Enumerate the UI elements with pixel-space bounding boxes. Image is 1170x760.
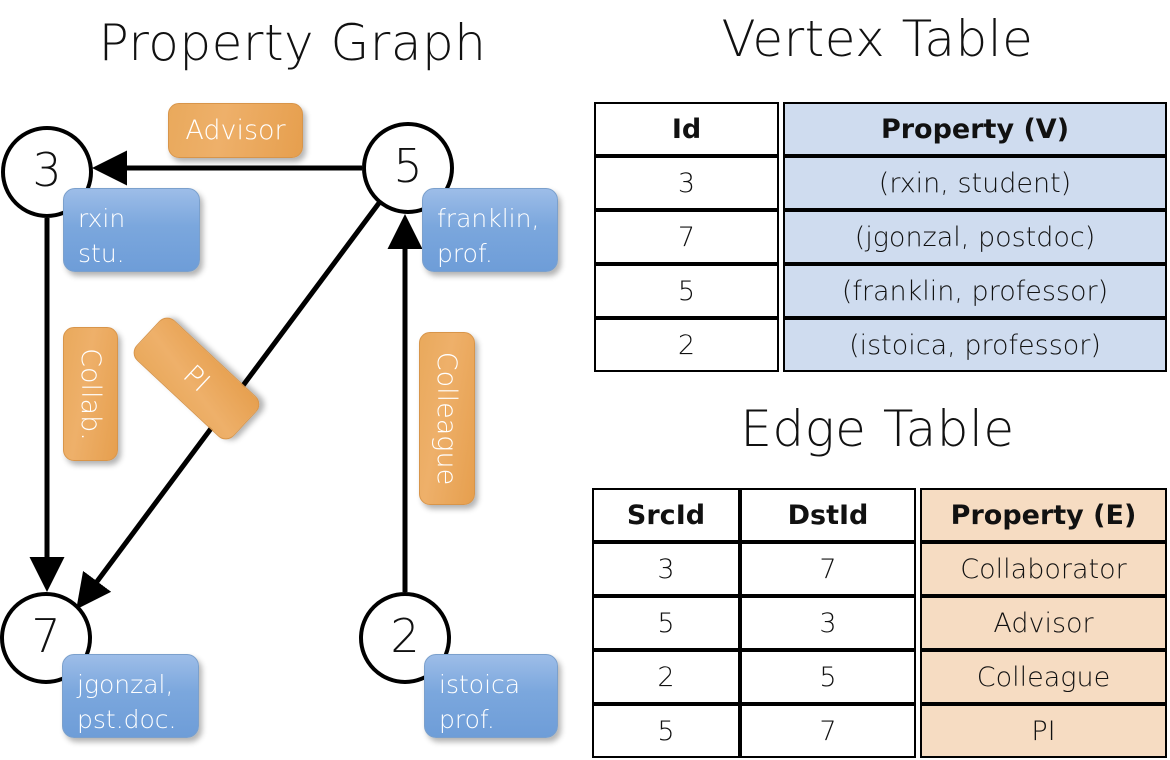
edge-callout-colleague-label: Colleague <box>431 351 463 486</box>
table-row[interactable]: 5 (franklin, professor) <box>594 264 1167 318</box>
vertex-row-1-id: 7 <box>594 210 779 264</box>
graph-node-5-label: 5 <box>393 139 423 193</box>
table-row[interactable]: 7 (jgonzal, postdoc) <box>594 210 1167 264</box>
edge-callout-colleague: Colleague <box>419 332 475 505</box>
vertex-row-3-id: 2 <box>594 318 779 372</box>
column-gap <box>916 650 920 704</box>
page-title-edge-table: Edge Table <box>740 400 1015 458</box>
column-gap <box>916 488 920 542</box>
vertex-table-header-id: Id <box>594 102 779 156</box>
vertex-callout-7: jgonzal, pst.doc. <box>62 654 199 738</box>
edge-row-1-property: Advisor <box>920 596 1167 650</box>
table-row[interactable]: 2 5 Colleague <box>592 650 1167 704</box>
vertex-row-2-id: 5 <box>594 264 779 318</box>
edge-callout-pi-label: PI <box>177 358 216 399</box>
edge-callout-collab: Collab. <box>63 327 118 461</box>
vertex-row-3-property: (istoica, professor) <box>783 318 1167 372</box>
column-gap <box>779 264 783 318</box>
table-row[interactable]: 5 7 PI <box>592 704 1167 758</box>
column-gap <box>916 596 920 650</box>
column-gap <box>779 102 783 156</box>
vertex-callout-5: franklin, prof. <box>422 188 558 272</box>
vertex-table-header-property: Property (V) <box>783 102 1167 156</box>
vertex-callout-3: rxin stu. <box>63 188 200 272</box>
edge-row-2-src: 2 <box>592 650 740 704</box>
column-gap <box>916 704 920 758</box>
vertex-row-1-property: (jgonzal, postdoc) <box>783 210 1167 264</box>
edge-table-header-property: Property (E) <box>920 488 1167 542</box>
vertex-row-0-id: 3 <box>594 156 779 210</box>
edge-callout-advisor-label: Advisor <box>185 115 286 146</box>
edge-table-header-dstid: DstId <box>740 488 916 542</box>
vertex-row-0-property: (rxin, student) <box>783 156 1167 210</box>
table-row[interactable]: 3 7 Collaborator <box>592 542 1167 596</box>
graph-node-3-label: 3 <box>32 143 62 197</box>
edge-row-3-dst: 7 <box>740 704 916 758</box>
edge-row-0-property: Collaborator <box>920 542 1167 596</box>
edge-row-0-src: 3 <box>592 542 740 596</box>
vertex-callout-2: istoica prof. <box>424 654 558 738</box>
property-graph-diagram: 3 5 7 2 rxin stu. franklin, prof. jgonza… <box>0 103 558 738</box>
column-gap <box>779 318 783 372</box>
table-header-row: SrcId DstId Property (E) <box>592 488 1167 542</box>
graph-node-7-label: 7 <box>31 609 61 663</box>
graph-node-5[interactable]: 5 <box>362 122 454 214</box>
edge-row-2-property: Colleague <box>920 650 1167 704</box>
graph-node-2-label: 2 <box>390 609 420 663</box>
page-title-property-graph: Property Graph <box>98 14 487 72</box>
edge-row-3-src: 5 <box>592 704 740 758</box>
table-row[interactable]: 5 3 Advisor <box>592 596 1167 650</box>
edge-row-1-dst: 3 <box>740 596 916 650</box>
edge-row-3-property: PI <box>920 704 1167 758</box>
table-row[interactable]: 3 (rxin, student) <box>594 156 1167 210</box>
edge-callout-advisor: Advisor <box>168 103 303 158</box>
edge-callout-collab-label: Collab. <box>75 347 106 441</box>
column-gap <box>916 542 920 596</box>
table-row[interactable]: 2 (istoica, professor) <box>594 318 1167 372</box>
column-gap <box>779 210 783 264</box>
edge-row-1-src: 5 <box>592 596 740 650</box>
edge-table-header-srcid: SrcId <box>592 488 740 542</box>
vertex-table: Id Property (V) 3 (rxin, student) 7 (jgo… <box>594 102 1167 372</box>
edge-row-0-dst: 7 <box>740 542 916 596</box>
column-gap <box>779 156 783 210</box>
vertex-row-2-property: (franklin, professor) <box>783 264 1167 318</box>
edge-table: SrcId DstId Property (E) 3 7 Collaborato… <box>592 488 1167 758</box>
edge-row-2-dst: 5 <box>740 650 916 704</box>
graph-node-2[interactable]: 2 <box>359 592 451 684</box>
table-header-row: Id Property (V) <box>594 102 1167 156</box>
page-title-vertex-table: Vertex Table <box>721 10 1034 68</box>
